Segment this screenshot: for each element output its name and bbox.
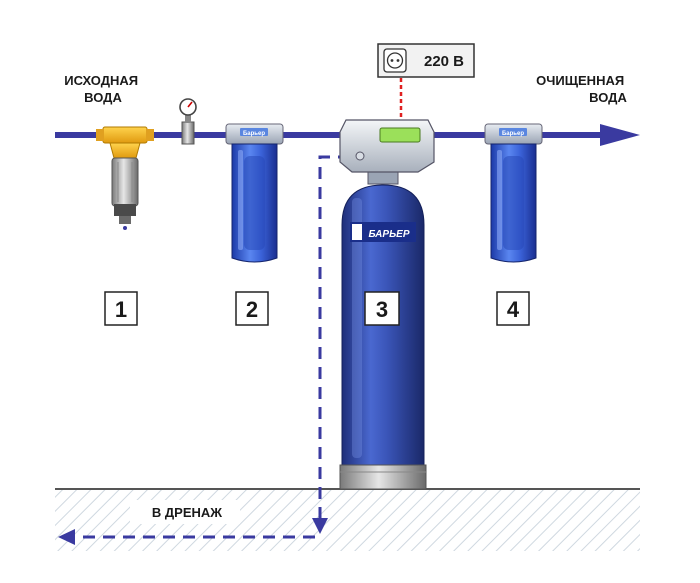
drain-line [70,155,350,539]
arrow-left-icon [58,529,75,545]
stage-number-2: 2 [235,291,269,326]
stage-number-4: 4 [496,291,530,326]
stage-number-1: 1 [104,291,138,326]
cartridge-housing-2: Барьер [225,123,284,263]
control-valve-head [339,119,435,173]
control-button [355,151,365,161]
svg-text:3: 3 [376,297,388,322]
housing-brand-label-2: Барьер [243,131,265,137]
drain-label: В ДРЕНАЖ [152,505,222,520]
vessel-logo-text: БАРЬЕР [368,229,409,240]
housing-brand-label-4: Барьер [502,131,524,137]
stage-number-3: 3 [364,291,400,326]
svg-text:1: 1 [115,297,127,322]
filter-vessel: БАРЬЕР [339,169,427,490]
svg-text:4: 4 [507,297,520,322]
svg-text:2: 2 [246,297,258,322]
pressure-gauge-icon [179,98,197,145]
arrow-right-icon [600,124,640,146]
ground [55,488,640,551]
power-supply-box: 220 В [377,43,475,78]
cartridge-housing-4: Барьер [484,123,543,263]
power-voltage-label: 220 В [424,53,464,70]
clean-water-label: ОЧИЩЕННАЯ ВОДА [536,73,628,105]
source-water-label: ИСХОДНАЯ ВОДА [64,73,142,105]
drain-arrow-down-icon [312,518,328,534]
vessel-logo: БАРЬЕР [350,222,416,242]
strainer-filter [96,126,154,230]
power-socket-icon [386,52,404,69]
